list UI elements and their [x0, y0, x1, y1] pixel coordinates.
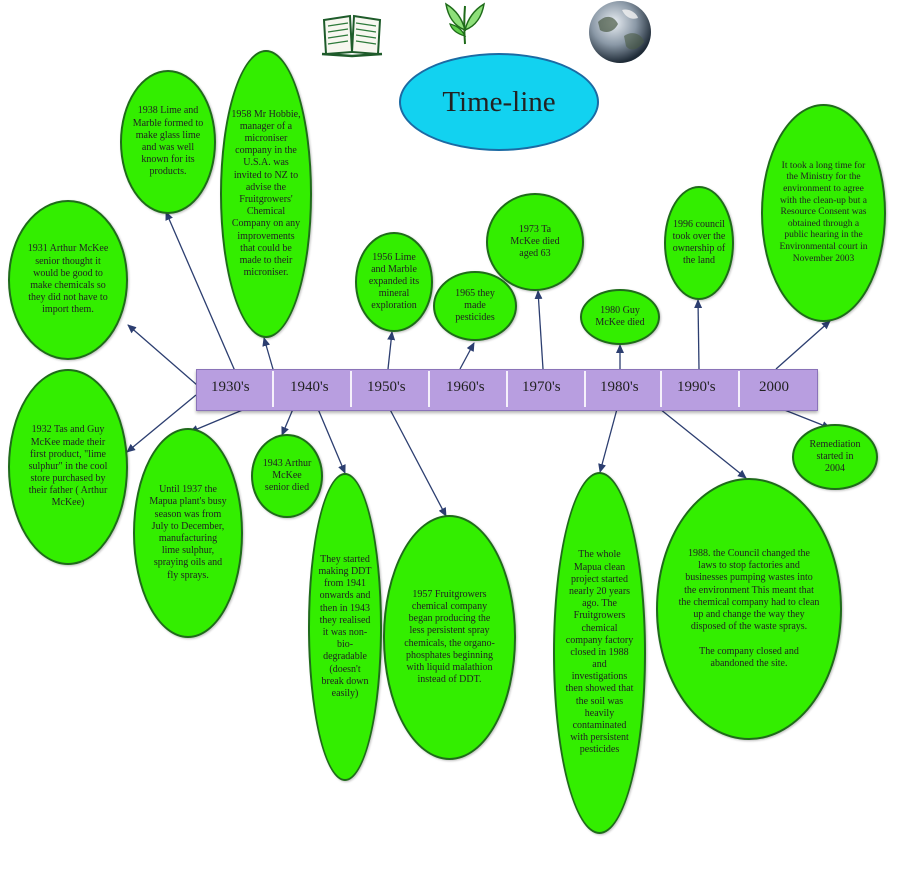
bar-divider: [584, 371, 586, 407]
arrow-1932: [126, 394, 197, 453]
decade-2000: 2000: [759, 379, 789, 395]
page-title: Time-line: [399, 53, 599, 151]
arrow-mapua: [598, 408, 618, 473]
decade-1980s: 1980's: [600, 379, 639, 395]
arrow-1988: [659, 408, 747, 479]
decade-1960s: 1960's: [446, 379, 485, 395]
bar-divider: [506, 371, 508, 407]
decade-1990s: 1990's: [677, 379, 716, 395]
event-bubble-1956: 1956 Lime and Marble expanded its minera…: [355, 232, 433, 332]
event-bubble-1988: 1988. the Council changed the laws to st…: [656, 478, 842, 740]
event-bubble-1938: 1938 Lime and Marble formed to make glas…: [120, 70, 216, 214]
event-bubble-1996: 1996 council took over the ownership of …: [664, 186, 734, 300]
bar-divider: [272, 371, 274, 407]
arrow-1943: [281, 408, 294, 436]
event-bubble-1937: Until 1937 the Mapua plant's busy season…: [133, 428, 243, 638]
event-bubble-1943: 1943 Arthur McKee senior died: [251, 434, 323, 518]
decade-1950s: 1950's: [367, 379, 406, 395]
bar-divider: [660, 371, 662, 407]
arrow-1931: [127, 324, 198, 386]
arrow-1965: [459, 342, 475, 370]
event-bubble-1965: 1965 they made pesticides: [433, 271, 517, 341]
event-bubble-1973: 1973 Ta McKee died aged 63: [486, 193, 584, 291]
decade-1940s: 1940's: [290, 379, 329, 395]
open-book-icon: [321, 14, 383, 58]
event-bubble-1957: 1957 Fruitgrowers chemical company began…: [383, 515, 516, 760]
arrow-ddt: [317, 408, 346, 474]
arrow-1973: [534, 290, 544, 370]
arrow-1956: [387, 331, 396, 370]
plant-icon: [444, 2, 486, 45]
event-bubble-ddt: They started making DDT from 1941 onward…: [308, 473, 382, 781]
decade-1930s: 1930's: [211, 379, 250, 395]
event-bubble-mapua: The whole Mapua clean project started ne…: [553, 472, 646, 834]
bar-divider: [428, 371, 430, 407]
arrow-1938: [165, 211, 239, 379]
decade-1970s: 1970's: [522, 379, 561, 395]
event-bubble-1931: 1931 Arthur McKee senior thought it woul…: [8, 200, 128, 360]
event-bubble-2004: Remediation started in 2004: [792, 424, 878, 490]
bar-divider: [350, 371, 352, 407]
event-bubble-1958: 1958 Mr Hobbie, manager of a microniser …: [220, 50, 312, 338]
arrow-2003: [775, 320, 831, 370]
arrow-1996: [694, 299, 703, 370]
bar-divider: [738, 371, 740, 407]
arrow-1937: [189, 408, 246, 433]
arrow-1957: [384, 399, 447, 517]
event-bubble-2003: It took a long time for the Ministry for…: [761, 104, 886, 322]
globe-icon: [589, 1, 651, 63]
event-bubble-1932: 1932 Tas and Guy McKee made their first …: [8, 369, 128, 565]
event-bubble-1980: 1980 Guy McKee died: [580, 289, 660, 345]
